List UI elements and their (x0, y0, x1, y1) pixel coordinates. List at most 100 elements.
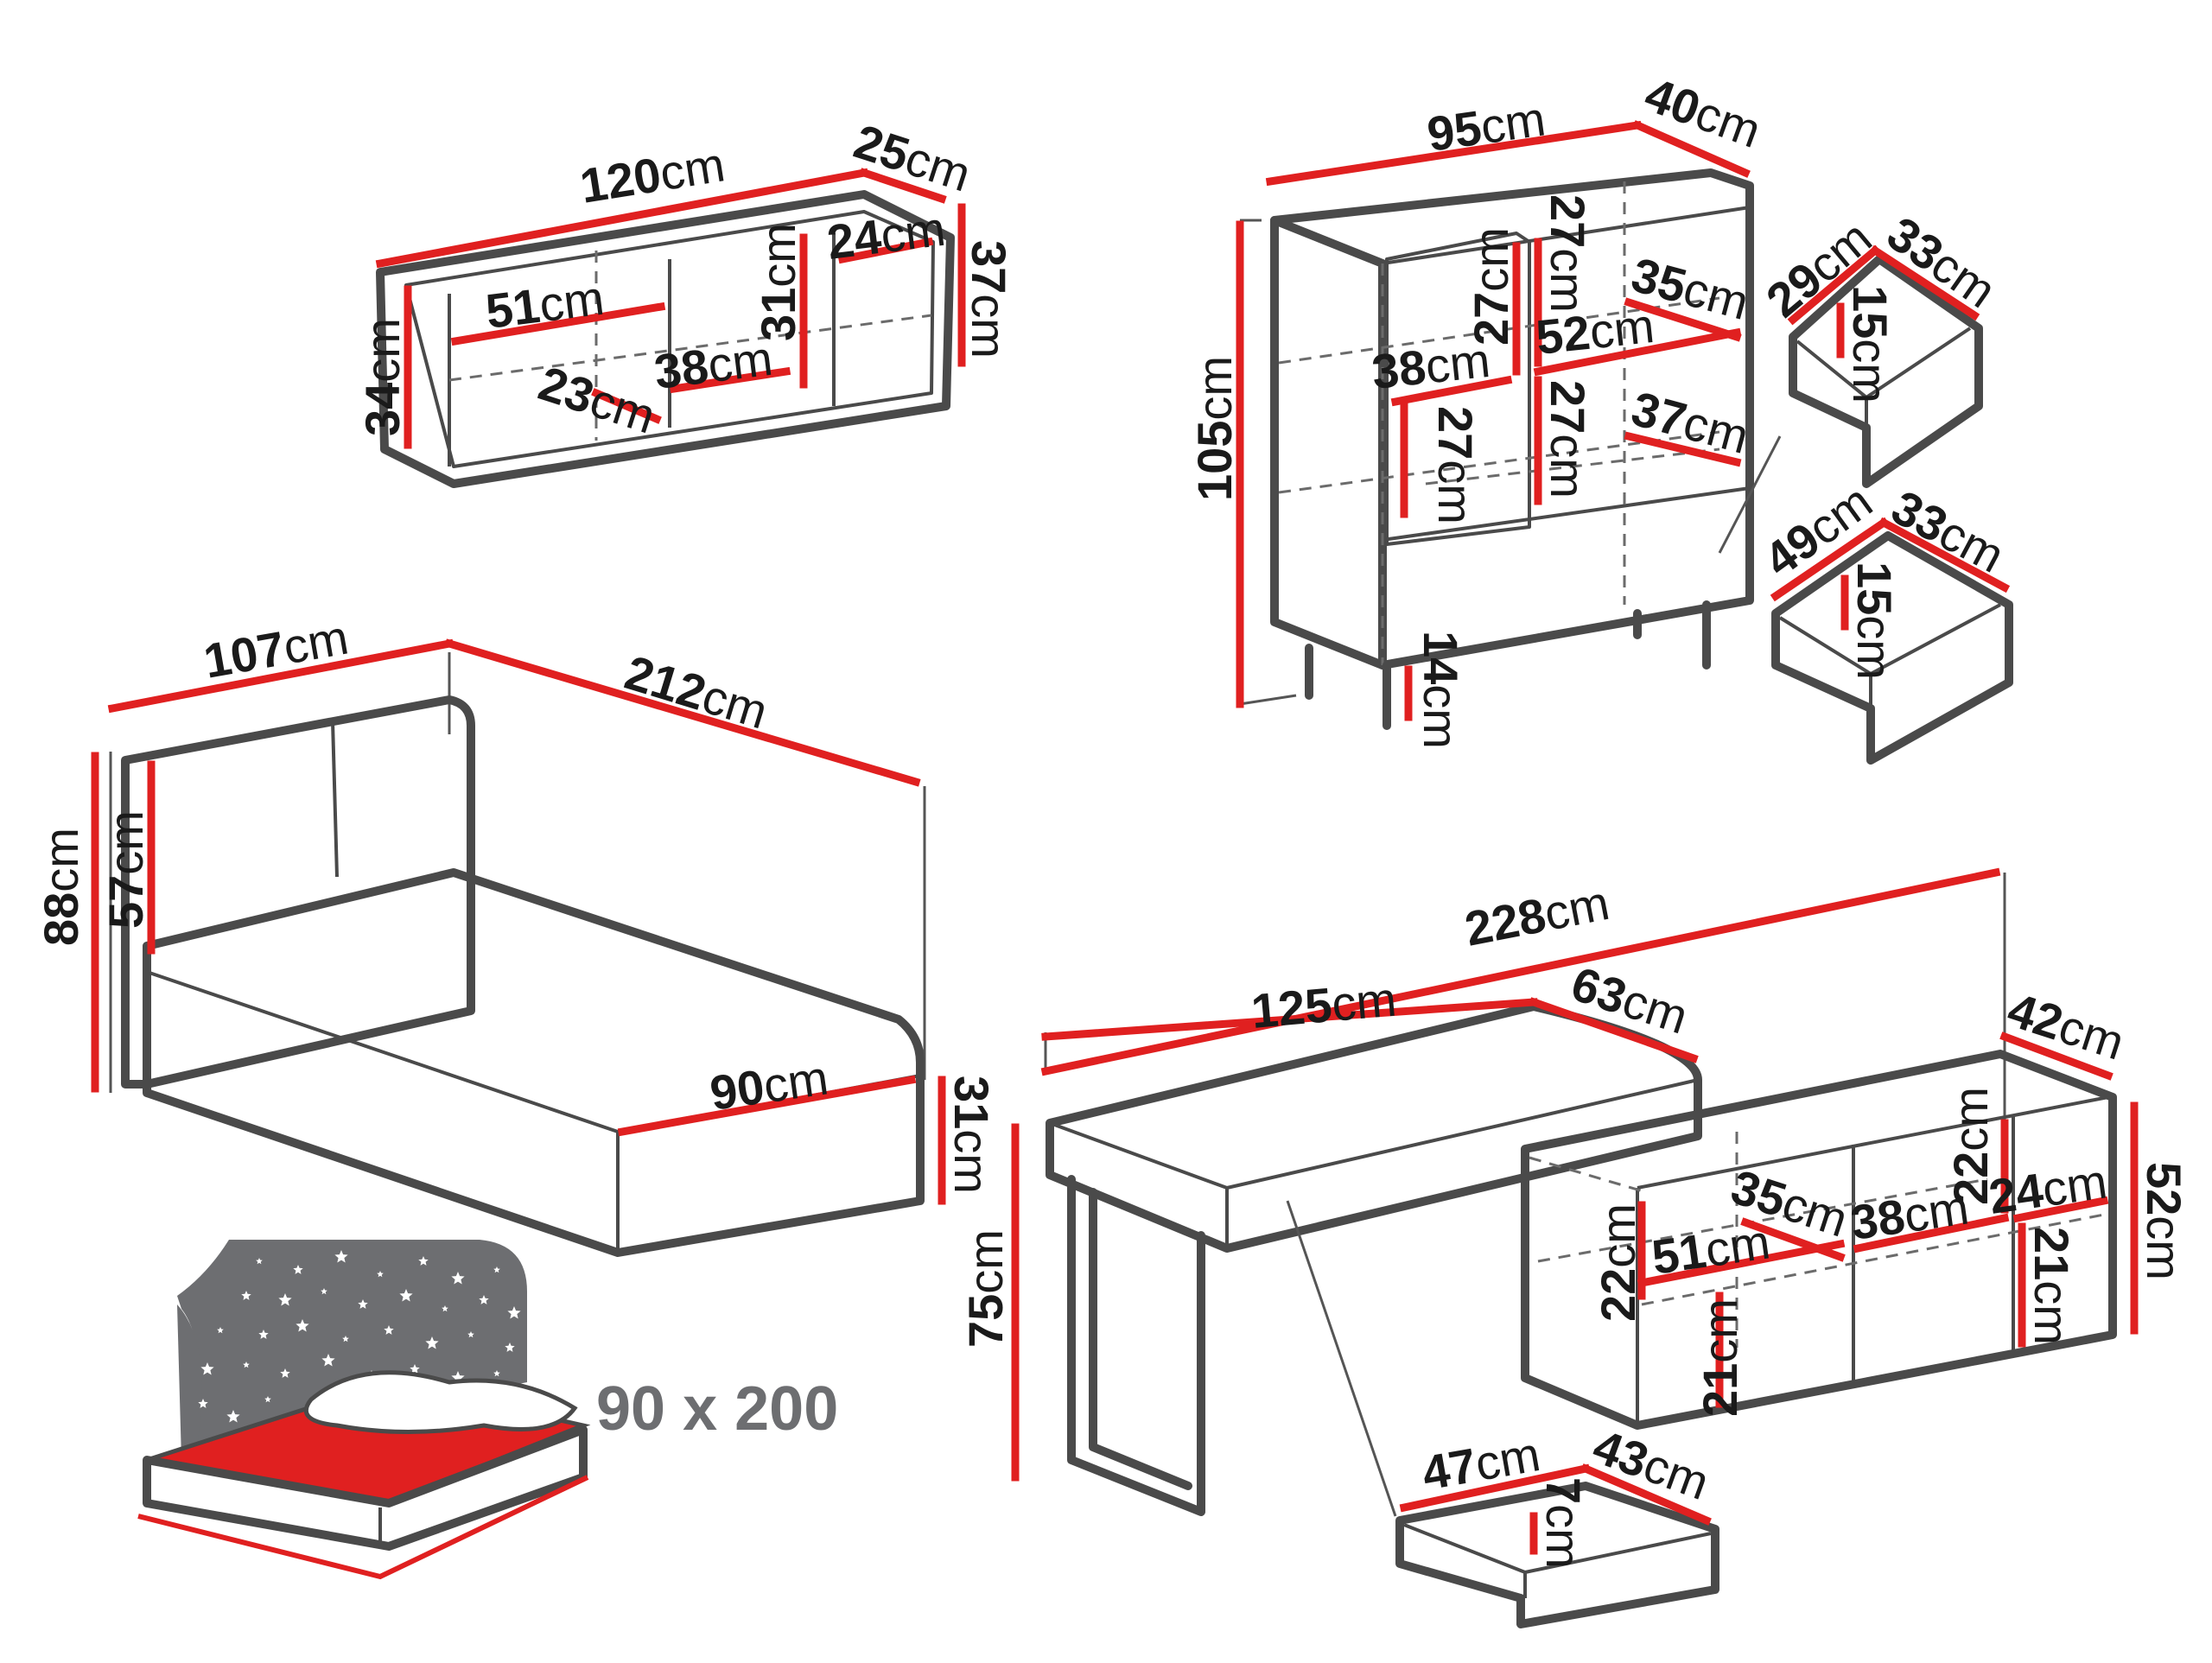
desk-comp-height-bottom-2-label: 21cm (2024, 1227, 2079, 1345)
shelf-compartment-height-label: 31cm (751, 223, 805, 341)
cabinet-lower-depth-line (1624, 431, 1742, 467)
shelf-width-label: 120cm (576, 136, 728, 213)
shelf-compartment-depth-line (591, 388, 662, 424)
cabinet-right-width-line (1533, 327, 1742, 377)
bed-mattress-edge (146, 970, 921, 1253)
cabinet-right-width-label: 52cm (1534, 298, 1657, 365)
mattress-size-line (137, 1475, 589, 1580)
shelf-width-line (375, 168, 869, 269)
star-icon (296, 1319, 309, 1332)
desk-total-width-line (1040, 867, 2001, 1076)
desk-drawer-leader-line (1286, 1200, 1397, 1517)
wall-shelf-partitions (668, 233, 836, 428)
star-icon (451, 1272, 465, 1285)
shelf-compartment-2-line (669, 366, 791, 394)
star-icon (256, 1258, 263, 1265)
desk-drawer-edges (1403, 1523, 1712, 1598)
cabinet-left-door (1385, 232, 1531, 546)
large-drawer-depth-line (1878, 517, 2011, 593)
star-icon (293, 1265, 303, 1274)
desk-cabinet-partitions (1636, 1095, 2109, 1425)
desk-cabinet-hidden-lines (1529, 1132, 2109, 1348)
desk-leg (1067, 1175, 1205, 1516)
shelf-compartment-2-label: 38cm (652, 331, 776, 399)
wall-shelf-frame (404, 210, 935, 468)
desk: 228cm 125cm 63cm 75cm 42cm 52cm 51cm 35c… (958, 867, 2191, 1517)
desk-drawer-depth-line (1580, 1463, 1712, 1526)
star-icon (321, 1288, 327, 1295)
bed-headboard (121, 695, 475, 1089)
wall-shelf: 120cm 25cm 37cm 34cm 51cm 38cm 24cm 31cm… (355, 113, 1016, 488)
desk-comp-height-top-label: 22cm (1591, 1203, 1645, 1322)
star-icon (425, 1336, 439, 1349)
cabinet-height-label: 105cm (1187, 356, 1242, 501)
bed-base (143, 868, 925, 1257)
bed-width-line (107, 638, 454, 714)
shelf-depth-line (859, 168, 947, 204)
desk-top-depth-line (1529, 997, 1699, 1063)
star-icon (198, 1399, 208, 1408)
bed-extension-lines (109, 652, 926, 1093)
cabinet-depth-label: 40cm (1638, 67, 1768, 158)
small-drawer-body (1789, 255, 1983, 488)
desk-drawer-height-label: 7cm (1536, 1477, 1591, 1569)
desk-drawer-body (1395, 1482, 1719, 1628)
desk-height-label: 75cm (958, 1229, 1013, 1348)
desk-comp-depth-1-line (1740, 1217, 1846, 1262)
bed-headboard-label: 57cm (99, 810, 153, 929)
bed-preview: 90 x 200 (137, 1240, 838, 1580)
star-icon (358, 1299, 368, 1309)
cabinet-left-width-label: 38cm (1370, 333, 1493, 399)
shelf-side-height-label: 34cm (355, 318, 410, 436)
star-icon (342, 1336, 349, 1342)
pillow (303, 1370, 578, 1434)
cabinet-right-upper-label: 27cm (1541, 194, 1595, 313)
star-icon (377, 1271, 384, 1278)
star-icon (217, 1327, 224, 1334)
cabinet-body (1270, 168, 1754, 670)
cabinet-width-line (1265, 120, 1643, 187)
cabinet-lower-depth-label: 37cm (1626, 381, 1755, 464)
cabinet-right-lower-label: 27cm (1541, 380, 1595, 498)
large-drawer-edges (1778, 603, 2001, 708)
cabinet: 95cm 40cm 105cm 14cm 38cm 27cm 27cm 52cm… (1187, 67, 1768, 749)
bed: 107cm 212cm 88cm 57cm 90cm 31cm (34, 610, 999, 1257)
shelf-compartment-width-label: 51cm (483, 270, 607, 339)
cabinet-width-label: 95cm (1424, 91, 1548, 161)
desk-cabinet-depth-line (1999, 1031, 2113, 1081)
shelf-height-label: 37cm (962, 240, 1016, 359)
small-drawer-edges (1796, 327, 1972, 428)
star-icon (264, 1396, 271, 1403)
star-icon (200, 1362, 214, 1375)
cabinet-legs (1305, 600, 1711, 730)
wall-shelf-hidden-lines (448, 251, 932, 441)
star-icon (505, 1342, 515, 1352)
star-icon (479, 1295, 489, 1304)
star-icon (399, 1289, 413, 1302)
star-icon (278, 1293, 292, 1306)
star-icon (280, 1368, 290, 1378)
star-icon (418, 1256, 429, 1266)
desk-comp-width-3-label: 24cm (1986, 1153, 2110, 1223)
desk-comp-width-1-label: 51cm (1649, 1214, 1773, 1284)
cabinet-extension-lines (1239, 219, 1297, 706)
desk-cabinet (1521, 1050, 2117, 1430)
star-icon (442, 1305, 448, 1312)
star-icon (258, 1330, 269, 1339)
star-headboard-side (177, 1304, 202, 1460)
shelf-compartment-3-label: 24cm (824, 201, 949, 270)
small-drawer-leader-line (1718, 435, 1782, 554)
cabinet-left-lower-label: 27cm (1428, 406, 1483, 524)
shelf-compartment-width-line (450, 301, 666, 346)
desk-comp-height-bottom-label: 21cm (1693, 1298, 1747, 1417)
star-icon (507, 1306, 521, 1319)
desk-cabinet-height-label: 52cm (2137, 1162, 2191, 1280)
star-icon (493, 1266, 500, 1273)
star-icon (493, 1370, 500, 1377)
shelf-compartment-depth-label: 23cm (532, 355, 662, 443)
star-icon (384, 1325, 394, 1335)
desk-drawer-width-label: 47cm (1418, 1426, 1544, 1501)
cabinet-left-upper-label: 27cm (1464, 227, 1518, 346)
star-icon (226, 1410, 240, 1423)
desk-comp-width-2-label: 38cm (1847, 1179, 1972, 1249)
